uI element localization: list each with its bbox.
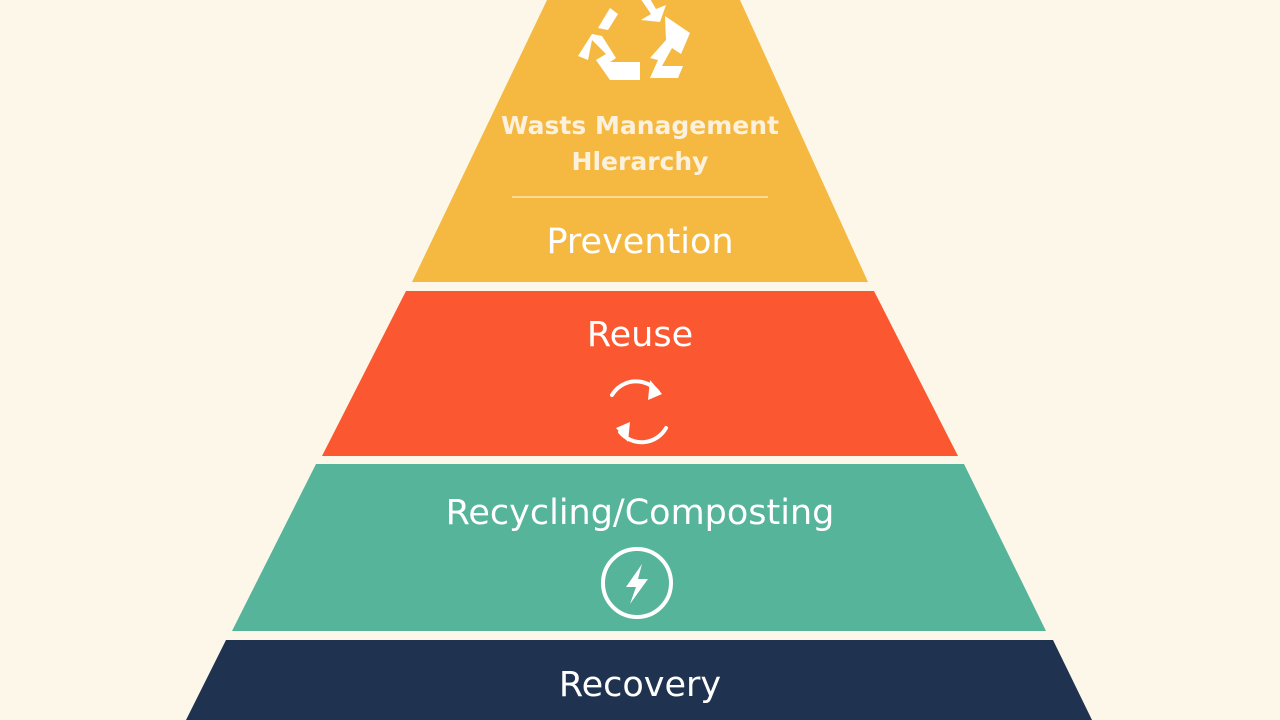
recycle-icon: [578, 0, 690, 80]
tier-label-reuse: Reuse: [586, 315, 694, 355]
tier-label-prevention: Prevention: [546, 222, 734, 262]
lightning-bolt-icon: [601, 547, 673, 619]
tier-label-recovery: Recovery: [558, 665, 722, 705]
refresh-arrows-icon: [610, 379, 668, 445]
tier-recovery-band: [186, 640, 1092, 720]
tier-reuse-band: [322, 291, 958, 456]
tier-prevention-band: [412, 0, 868, 282]
diagram-title-line-2: Hlerarchy: [571, 147, 709, 176]
tier-label-recycling-composting: Recycling/Composting: [445, 493, 835, 533]
diagram-title-line-1: Wasts Management: [501, 111, 779, 140]
